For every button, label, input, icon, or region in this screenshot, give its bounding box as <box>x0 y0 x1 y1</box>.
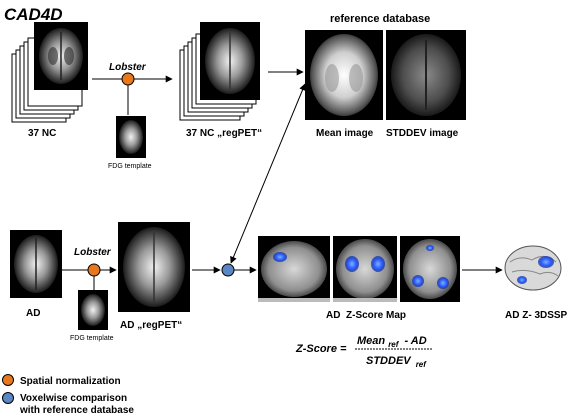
lobster-label-top: Lobster <box>109 62 147 73</box>
legend-orange-node <box>2 374 14 386</box>
fdg-template-image-top <box>116 116 146 158</box>
zscore-formula: Z-Score = Mean ref - AD STDDEV ref <box>295 335 433 369</box>
ad-image <box>10 230 62 298</box>
ad-label: AD <box>26 308 40 319</box>
stddev-image <box>386 30 466 120</box>
spatial-normalization-node-top <box>121 72 135 86</box>
ad-regpet-image <box>118 222 190 312</box>
fdg-template-image-bottom <box>78 290 108 330</box>
fdg-template-label-top: FDG template <box>108 163 152 170</box>
legend-blue-node <box>2 392 14 404</box>
svg-text:Mean ref - AD: Mean ref - AD <box>357 335 427 350</box>
formula-lhs: Z-Score = <box>295 343 347 355</box>
legend-voxelwise-line2: with reference database <box>19 405 134 415</box>
zscore-panel-coronal <box>333 236 397 302</box>
stddev-image-label: STDDEV image <box>386 128 459 139</box>
nc-label: 37 NC <box>28 128 56 139</box>
regpet-image-stack <box>179 22 260 121</box>
svg-text:STDDEV ref: STDDEV ref <box>366 355 427 369</box>
zscore-panel-sagittal <box>258 236 330 302</box>
legend: Spatial normalization Voxelwise comparis… <box>2 374 134 416</box>
fdg-template-label-bottom: FDG template <box>70 335 114 342</box>
formula-denominator-main: STDDEV <box>366 355 412 367</box>
ad-3dssp-image <box>504 245 562 291</box>
spatial-normalization-node-bottom <box>87 263 101 277</box>
voxelwise-comparison-node <box>221 263 235 277</box>
mean-image-label: Mean image <box>316 128 374 139</box>
regpet-label-top: 37 NC „regPET“ <box>186 128 262 139</box>
formula-numerator-sub: ref <box>388 340 400 349</box>
ad-3dssp-label: AD Z- 3DSSP <box>505 310 568 321</box>
legend-voxelwise-line1: Voxelwise comparison <box>20 393 127 404</box>
legend-spatial-normalization: Spatial normalization <box>20 376 121 387</box>
zscore-map-label: AD Z-Score Map <box>326 310 406 321</box>
ad-regpet-label: AD „regPET“ <box>120 320 182 331</box>
nc-image-stack <box>11 21 89 123</box>
arrow-reference-to-comparison <box>230 83 306 264</box>
zscore-panel-axial <box>400 236 460 302</box>
reference-title: reference database <box>330 13 430 25</box>
formula-denominator-sub: ref <box>416 360 428 369</box>
mean-image <box>305 30 383 120</box>
diagram-title: CAD4D <box>4 5 63 24</box>
formula-numerator-main: Mean <box>357 335 385 347</box>
formula-numerator-tail: - AD <box>404 335 426 347</box>
lobster-label-bottom: Lobster <box>74 247 112 258</box>
